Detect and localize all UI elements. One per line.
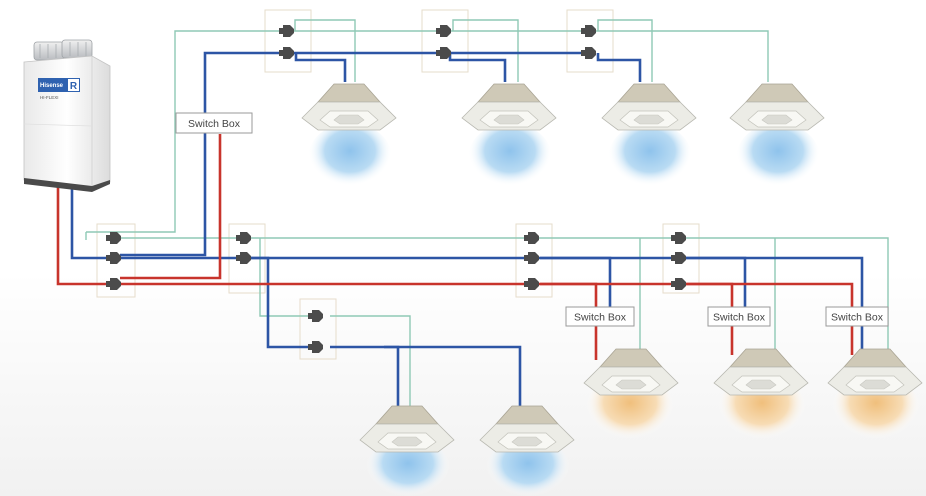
switch-box-top: Switch Box — [175, 112, 253, 134]
cassette-indoor-unit — [729, 83, 825, 131]
cassette-indoor-unit — [461, 83, 557, 131]
switch-box-right-3: Switch Box — [825, 306, 889, 327]
switch-box-label: Switch Box — [713, 312, 766, 324]
branch-tee — [236, 252, 251, 264]
cassette-indoor-unit — [827, 348, 923, 396]
branch-tee — [106, 232, 121, 244]
junction-box — [299, 298, 337, 360]
branch-tee — [671, 278, 686, 290]
discharge-gas-pipes — [56, 134, 854, 360]
branch-tee — [236, 232, 251, 244]
cassette-indoor-unit — [301, 83, 397, 131]
cooling-glow — [736, 123, 820, 193]
branch-tee — [436, 25, 451, 37]
cassette-indoor-unit — [713, 348, 809, 396]
branch-tee — [524, 278, 539, 290]
indoor-units-heating — [583, 348, 923, 396]
junction-box — [96, 223, 136, 298]
junction-box — [515, 223, 553, 298]
branch-tee — [106, 278, 121, 290]
junction-box — [566, 9, 614, 73]
branch-tee — [308, 310, 323, 322]
branch-tee — [436, 47, 451, 59]
outdoor-fan — [33, 41, 65, 61]
switch-box-label: Switch Box — [831, 312, 884, 324]
model-tag: HI-FLEXI — [40, 95, 59, 100]
outdoor-unit: Hisense R HI-FLEXI — [23, 39, 111, 192]
switch-box-label: Switch Box — [574, 312, 627, 324]
cassette-indoor-unit — [479, 405, 575, 453]
brand-badge: R — [70, 81, 78, 92]
switch-box-right-2: Switch Box — [707, 306, 771, 327]
cooling-glow — [468, 123, 552, 193]
cassette-indoor-unit — [359, 405, 455, 453]
branch-tee — [279, 25, 294, 37]
switch-box-label: Switch Box — [188, 118, 241, 130]
cassette-indoor-unit — [601, 83, 697, 131]
branch-tee — [524, 232, 539, 244]
switch-box-right-1: Switch Box — [565, 306, 635, 327]
cooling-glow — [308, 123, 392, 193]
cooling-air-glows — [308, 123, 820, 496]
branch-tee — [279, 47, 294, 59]
outdoor-fan — [61, 39, 93, 59]
branch-tees — [106, 25, 686, 353]
brand-name: Hisense — [40, 83, 64, 89]
cassette-indoor-unit — [583, 348, 679, 396]
branch-tee — [671, 252, 686, 264]
branch-tee — [524, 252, 539, 264]
branch-tee — [581, 47, 596, 59]
junction-box — [264, 9, 312, 73]
junction-box — [421, 9, 469, 73]
branch-tee — [671, 232, 686, 244]
cooling-glow — [608, 123, 692, 193]
branch-tee — [308, 341, 323, 353]
branch-tee — [106, 252, 121, 264]
branch-tee — [581, 25, 596, 37]
